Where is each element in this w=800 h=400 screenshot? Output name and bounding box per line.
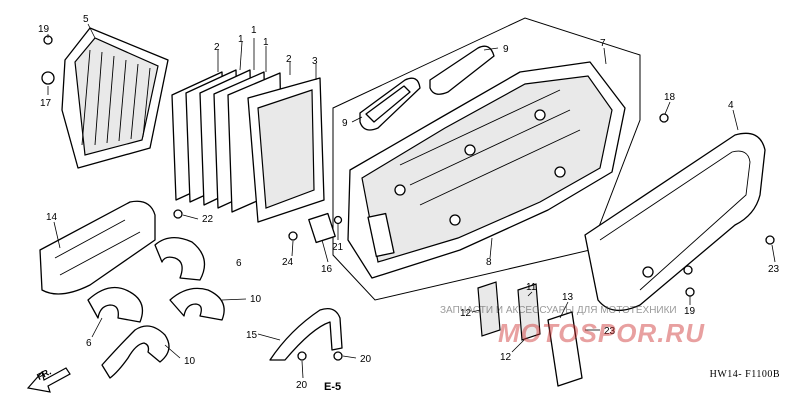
callout-7: 7 [600, 38, 606, 49]
watermark-text: ЗАПЧАСТИ И АКСЕССУАРЫ ДЛЯ МОТОТЕХНИКИ [440, 305, 677, 316]
callout-21: 21 [332, 242, 344, 253]
callout-10: 10 [250, 294, 262, 305]
callout-19: 19 [684, 306, 696, 317]
main-housing [347, 61, 626, 279]
callout-22: 22 [202, 214, 214, 225]
front-arrow-icon [26, 367, 71, 393]
callout-1: 1 [238, 34, 244, 45]
gasket-right [429, 45, 495, 95]
bolt-24 [288, 231, 298, 241]
sensor [308, 212, 343, 244]
figure-code: HW14- F1100B [709, 369, 780, 380]
clip-13 [547, 311, 583, 387]
callout-6: 6 [236, 258, 242, 269]
callout-12: 12 [500, 352, 512, 363]
callout-20: 20 [360, 354, 372, 365]
callout-19: 19 [38, 24, 50, 35]
callout-9: 9 [342, 118, 348, 129]
watermark-logo: MOTOSPOR.RU [498, 318, 705, 348]
callout-14: 14 [46, 212, 58, 223]
reference-label: E-5 [324, 381, 341, 393]
callout-23: 23 [604, 326, 616, 337]
bolt-22 [173, 209, 183, 219]
callout-18: 18 [664, 92, 676, 103]
clip-11 [517, 283, 541, 341]
tube-right [169, 287, 225, 321]
callout-24: 24 [282, 257, 294, 268]
callout-20: 20 [296, 380, 308, 391]
callout-6: 6 [86, 338, 92, 349]
clamp-20-right [333, 351, 343, 361]
callout-labels: 5 19 17 2 1 1 1 2 3 9 9 7 18 4 14 22 6 2… [38, 14, 780, 393]
bolt-23-upper [765, 235, 775, 245]
callout-17: 17 [40, 98, 52, 109]
bolt-18 [659, 113, 669, 123]
callout-1: 1 [251, 25, 257, 36]
leader-lines [47, 23, 776, 379]
gasket-plate-stack [171, 69, 325, 223]
grommet-17 [41, 71, 55, 85]
callout-2: 2 [214, 42, 220, 53]
bracket [39, 200, 156, 295]
clamp-20-left [297, 351, 307, 361]
callout-23: 23 [768, 264, 780, 275]
callout-11: 11 [526, 282, 537, 293]
callout-16: 16 [321, 264, 333, 275]
callout-2: 2 [286, 54, 292, 65]
callout-8: 8 [486, 257, 492, 268]
air-filter-element [61, 27, 169, 169]
callout-9: 9 [503, 44, 509, 55]
callout-12: 12 [460, 308, 472, 319]
callout-15: 15 [246, 330, 258, 341]
gasket-left [359, 77, 421, 131]
side-cover [584, 132, 766, 312]
callout-10: 10 [184, 356, 196, 367]
callout-1: 1 [263, 37, 269, 48]
tube-lower [101, 325, 170, 379]
tube-upper [154, 237, 206, 281]
tube-left [87, 286, 144, 323]
callout-3: 3 [312, 56, 318, 67]
callout-5: 5 [83, 14, 89, 25]
callout-4: 4 [728, 100, 734, 111]
assembly-boundary [332, 17, 641, 301]
hose [269, 307, 343, 361]
callout-13: 13 [562, 292, 574, 303]
clip-12-upper [477, 281, 501, 337]
bolt-19-lower [685, 287, 695, 297]
